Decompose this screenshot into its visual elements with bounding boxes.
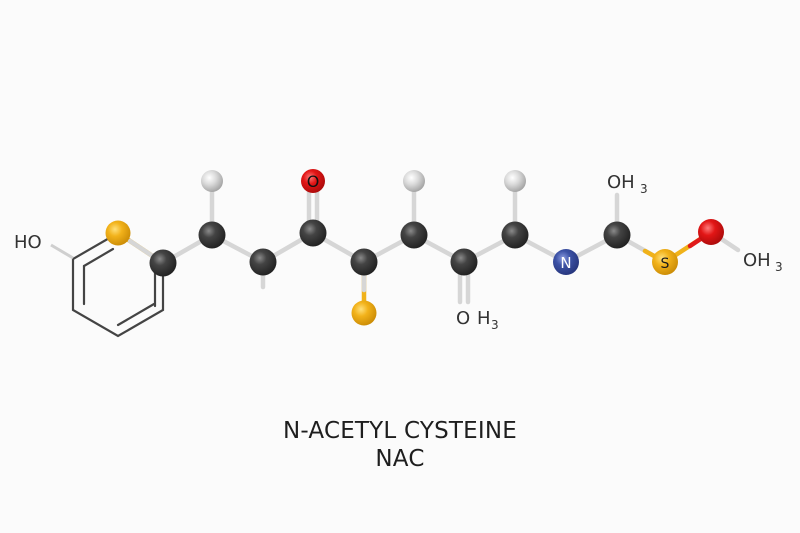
carbon-atom [198, 221, 226, 249]
carbon-atom [149, 249, 177, 277]
svg-text:OH: OH [743, 250, 771, 271]
carbon-atom [350, 248, 378, 276]
benzene-ring [71, 231, 165, 338]
carbon-atom [501, 221, 529, 249]
ho-bond [50, 243, 74, 260]
sulfur-atom-ring [105, 220, 131, 246]
svg-text:3: 3 [640, 182, 648, 196]
molecule-abbreviation: NAC [375, 446, 425, 472]
carbon-atom [249, 248, 277, 276]
carbon-atom [299, 219, 327, 247]
svg-text:OH: OH [607, 172, 635, 193]
hydrogen-atom [201, 170, 223, 192]
sulfur-atom [652, 249, 678, 275]
carbon-atom [450, 248, 478, 276]
oxygen-top-label: O [307, 172, 320, 191]
carbon-atom [400, 221, 428, 249]
oxygen-atom [301, 169, 325, 193]
sulfur-label: S [661, 256, 670, 272]
svg-text:3: 3 [491, 318, 499, 332]
svg-text:3: 3 [775, 260, 783, 274]
oh3-bottom-label: O H 3 [456, 308, 499, 332]
molecule-name: N-ACETYL CYSTEINE [283, 418, 517, 444]
svg-text:O: O [456, 308, 470, 329]
hydrogen-atom [403, 170, 425, 192]
oxygen-atom [698, 219, 724, 245]
nitrogen-label: N [560, 254, 571, 272]
oh3-right-label: OH 3 [743, 250, 783, 274]
hydrogen-atom [504, 170, 526, 192]
svg-text:H: H [477, 308, 491, 329]
sulfur-atom [351, 300, 377, 326]
nitrogen-atom [553, 249, 579, 275]
carbon-atom [603, 221, 631, 249]
ho-label: HO [14, 232, 42, 253]
oh3-top-label: OH 3 [607, 172, 648, 196]
